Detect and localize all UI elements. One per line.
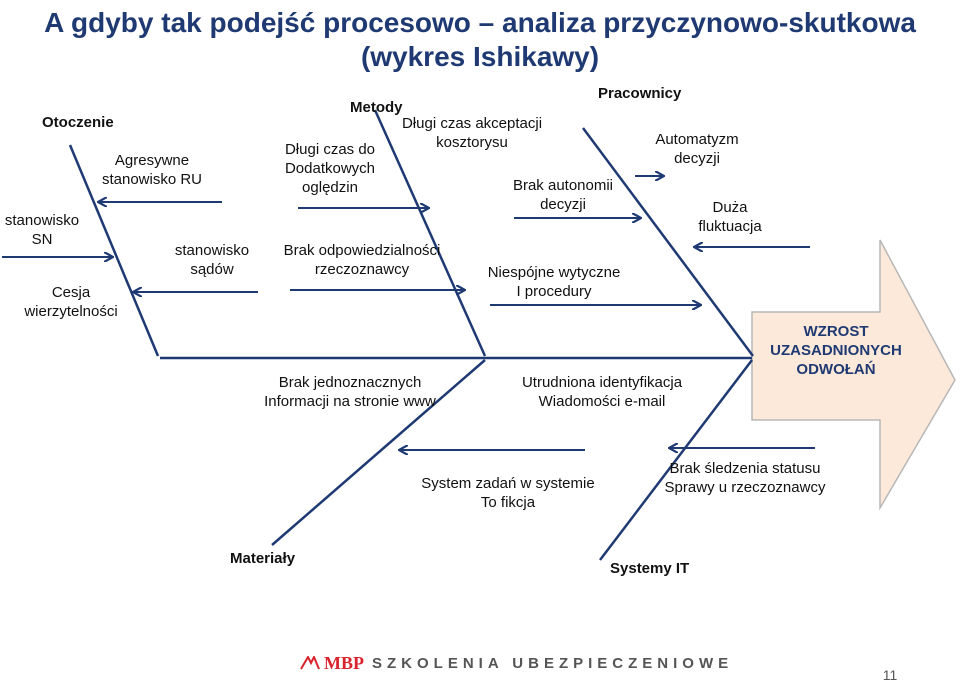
category-pracownicy: Pracownicy xyxy=(598,85,682,102)
effect-arrow-shape xyxy=(751,239,956,511)
slide-title: A gdyby tak podejść procesowo – analiza … xyxy=(0,6,960,74)
footer-logo: MBP SZKOLENIA UBEZPIECZENIOWE xyxy=(300,652,734,673)
category-materialy: Materiały xyxy=(230,550,296,567)
rib-systemy-it xyxy=(599,359,753,561)
brand-tagline: SZKOLENIA UBEZPIECZENIOWE xyxy=(372,654,734,672)
brand-name: MBP xyxy=(324,652,364,673)
rib-metody xyxy=(373,109,487,357)
category-systemy-it: Systemy IT xyxy=(610,560,690,577)
page-number: 11 xyxy=(882,667,898,683)
rib-pracownicy xyxy=(581,127,755,357)
slide-title-text: A gdyby tak podejść procesowo – analiza … xyxy=(44,7,916,72)
rib-materialy xyxy=(271,359,486,546)
brand-mark-icon xyxy=(300,656,320,670)
category-otoczenie: Otoczenie xyxy=(42,114,114,131)
category-metody: Metody xyxy=(350,99,403,116)
rib-otoczenie xyxy=(68,144,160,357)
